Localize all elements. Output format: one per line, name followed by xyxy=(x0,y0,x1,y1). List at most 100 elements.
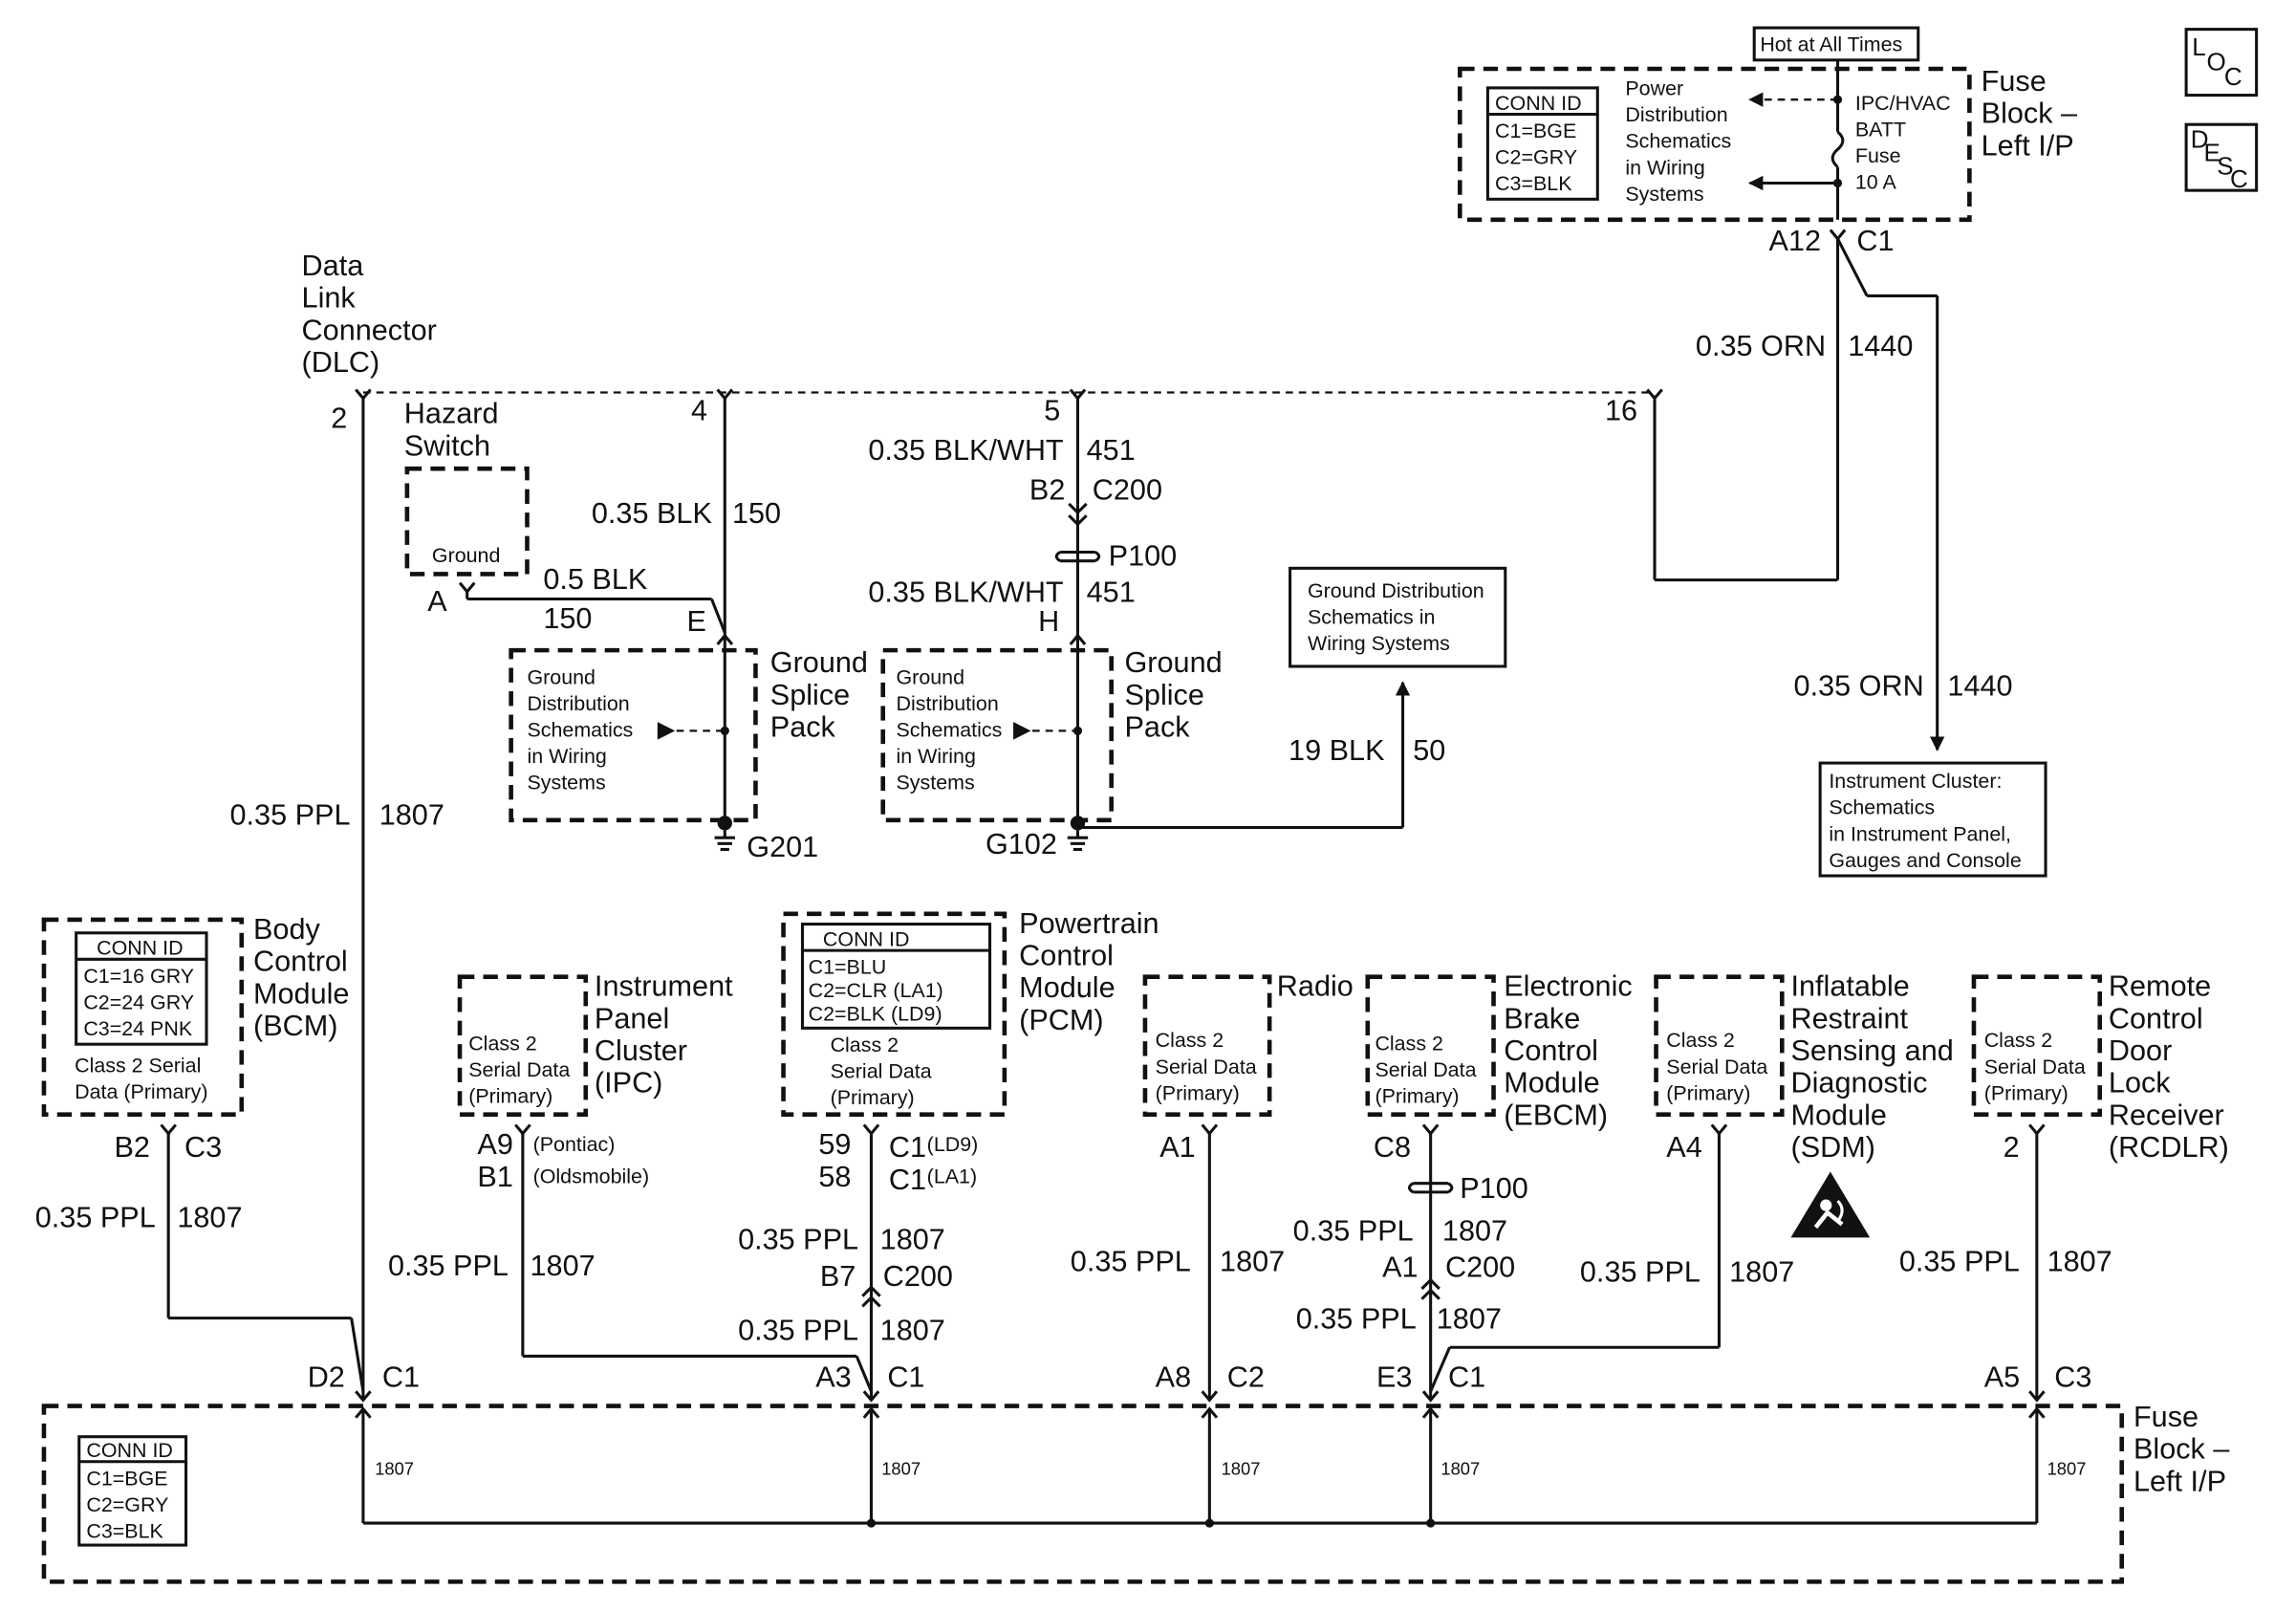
svg-text:Splice: Splice xyxy=(1124,679,1203,711)
svg-text:Distribution: Distribution xyxy=(897,692,999,715)
w451-top-circuit: 451 xyxy=(1087,434,1136,467)
desc-icon[interactable]: D E S C xyxy=(2184,122,2259,193)
svg-text:A5: A5 xyxy=(1984,1361,2020,1394)
svg-text:Ground: Ground xyxy=(770,646,868,679)
ground-splice-pack-2: Ground Distribution Schematics in Wiring… xyxy=(880,646,1223,831)
svg-text:Data: Data xyxy=(302,250,365,282)
svg-text:Class 2: Class 2 xyxy=(468,1032,536,1055)
svg-text:(EBCM): (EBCM) xyxy=(1504,1099,1608,1131)
w1807-radio-gauge: 0.35 PPL xyxy=(1071,1246,1191,1278)
svg-text:Cluster: Cluster xyxy=(595,1034,687,1067)
svg-text:Connector: Connector xyxy=(302,314,437,346)
w1807-pcm-top-circuit: 1807 xyxy=(880,1224,945,1256)
p100-top-label: P100 xyxy=(1109,539,1178,572)
svg-text:(BCM): (BCM) xyxy=(253,1010,337,1042)
svg-text:C2=GRY: C2=GRY xyxy=(86,1493,168,1516)
pcm-module: CONN ID C1=BLU C2=CLR (LA1) C2=BLK (LD9)… xyxy=(781,907,1159,1118)
w1807-dlc-circuit: 1807 xyxy=(379,798,444,831)
svg-text:Serial Data: Serial Data xyxy=(468,1058,570,1081)
instrument-cluster-reference-box[interactable]: Instrument Cluster: Schematics in Instru… xyxy=(1818,761,2047,878)
loc-icon[interactable]: L O C xyxy=(2184,28,2259,98)
svg-text:L: L xyxy=(2192,33,2205,61)
pcm-pin-b: 58 xyxy=(818,1161,851,1193)
svg-text:(Primary): (Primary) xyxy=(1156,1081,1240,1104)
airbag-warning-icon xyxy=(1790,1171,1871,1238)
svg-text:Class 2: Class 2 xyxy=(1156,1029,1224,1052)
pcm-c200-conn: C200 xyxy=(883,1260,953,1293)
ipc-pin-a-note: (Pontiac) xyxy=(533,1133,616,1156)
dlc-title: Data Link Connector (DLC) xyxy=(302,250,437,379)
w1440-bottom-gauge: 0.35 ORN xyxy=(1794,670,1924,703)
svg-text:D: D xyxy=(2191,125,2209,154)
splice2-pin: H xyxy=(1038,605,1059,638)
svg-text:Instrument: Instrument xyxy=(595,970,733,1003)
fuse-bottom-entry-a3: A3 C1 1807 xyxy=(815,1361,924,1524)
svg-text:Systems: Systems xyxy=(897,772,975,795)
svg-text:C1=BGE: C1=BGE xyxy=(1495,120,1576,142)
rcdlr-module: Class 2 Serial Data (Primary) Remote Con… xyxy=(1971,970,2229,1164)
w1807-rcdlr-gauge: 0.35 PPL xyxy=(1899,1246,2020,1278)
sdm-pin: A4 xyxy=(1666,1131,1701,1164)
svg-text:C1=BLU: C1=BLU xyxy=(809,956,887,979)
svg-text:Powertrain: Powertrain xyxy=(1019,907,1159,940)
svg-text:(DLC): (DLC) xyxy=(302,346,380,379)
svg-text:10 A: 10 A xyxy=(1855,171,1897,194)
svg-text:Pack: Pack xyxy=(770,711,836,744)
dlc-pin-5: 5 xyxy=(1044,395,1060,427)
ground-distribution-reference-box[interactable]: Ground Distribution Schematics in Wiring… xyxy=(1289,566,1507,668)
fuse-block-bottom: CONN ID C1=BGE C2=GRY C3=BLK Fuse Block … xyxy=(41,1401,2230,1584)
svg-text:Schematics: Schematics xyxy=(1625,130,1731,153)
svg-text:Inflatable: Inflatable xyxy=(1790,970,1909,1003)
svg-text:Control: Control xyxy=(1019,939,1114,971)
pcm-c200-pin: B7 xyxy=(820,1260,856,1293)
svg-text:Systems: Systems xyxy=(1625,183,1703,206)
c200-top-pin: B2 xyxy=(1029,473,1065,506)
svg-text:E3: E3 xyxy=(1376,1361,1412,1394)
w451-bottom-circuit: 451 xyxy=(1087,577,1136,609)
p100-top-icon xyxy=(1054,550,1101,563)
svg-text:Pack: Pack xyxy=(1124,711,1190,744)
svg-text:1807: 1807 xyxy=(1222,1459,1261,1479)
svg-text:C3=BLK: C3=BLK xyxy=(1495,172,1572,195)
svg-text:Restraint: Restraint xyxy=(1790,1002,1908,1034)
svg-text:(Primary): (Primary) xyxy=(468,1084,552,1107)
w1807-ebcm-top-circuit: 1807 xyxy=(1442,1214,1507,1247)
w1440-top-gauge: 0.35 ORN xyxy=(1696,330,1826,362)
svg-text:in Wiring: in Wiring xyxy=(527,745,606,768)
svg-text:CONN ID: CONN ID xyxy=(86,1439,173,1462)
svg-text:Link: Link xyxy=(302,282,357,315)
svg-text:IPC/HVAC: IPC/HVAC xyxy=(1855,92,1951,115)
svg-text:Body: Body xyxy=(253,913,320,946)
svg-text:Hazard: Hazard xyxy=(404,398,499,430)
svg-text:C2=24 GRY: C2=24 GRY xyxy=(83,991,194,1013)
bcm-pin: B2 xyxy=(114,1131,149,1164)
svg-text:Schematics: Schematics xyxy=(897,719,1003,742)
svg-text:Class 2: Class 2 xyxy=(1984,1029,2052,1052)
pcm-conn-a-note: (LD9) xyxy=(927,1133,979,1156)
fuse-top-pin: A12 xyxy=(1769,225,1822,257)
svg-text:CONN ID: CONN ID xyxy=(823,928,910,951)
fuse-block-top: CONN ID C1=BGE C2=GRY C3=BLK Power Distr… xyxy=(1457,65,2078,223)
svg-text:Control: Control xyxy=(1504,1034,1598,1067)
svg-text:(Primary): (Primary) xyxy=(831,1086,915,1109)
svg-text:Fuse: Fuse xyxy=(1855,144,1901,167)
w1807-pcm-bottom-gauge: 0.35 PPL xyxy=(738,1315,858,1347)
w1440-bottom-circuit: 1440 xyxy=(1947,670,2012,703)
w50-gauge: 19 BLK xyxy=(1289,734,1385,767)
fuse-bottom-entry-a8: A8 C2 1807 xyxy=(1156,1361,1265,1524)
svg-text:Systems: Systems xyxy=(527,772,605,795)
svg-text:1807: 1807 xyxy=(881,1459,921,1479)
svg-text:Serial Data: Serial Data xyxy=(1156,1056,1257,1078)
svg-text:(Primary): (Primary) xyxy=(1666,1081,1750,1104)
w1807-dlc-gauge: 0.35 PPL xyxy=(230,798,351,831)
svg-text:Panel: Panel xyxy=(595,1002,669,1034)
pcm-conn-a: C1 xyxy=(889,1131,926,1164)
splice1-pin: E xyxy=(686,605,705,638)
w150-hazard-gauge: 0.5 BLK xyxy=(543,563,648,596)
svg-text:Diagnostic: Diagnostic xyxy=(1790,1067,1927,1099)
w50-circuit: 50 xyxy=(1413,734,1445,767)
w1807-ebcm-bottom-circuit: 1807 xyxy=(1437,1302,1502,1335)
svg-text:(PCM): (PCM) xyxy=(1019,1004,1103,1036)
svg-text:Hot at All Times: Hot at All Times xyxy=(1760,33,1902,56)
svg-text:CONN ID: CONN ID xyxy=(97,937,184,960)
